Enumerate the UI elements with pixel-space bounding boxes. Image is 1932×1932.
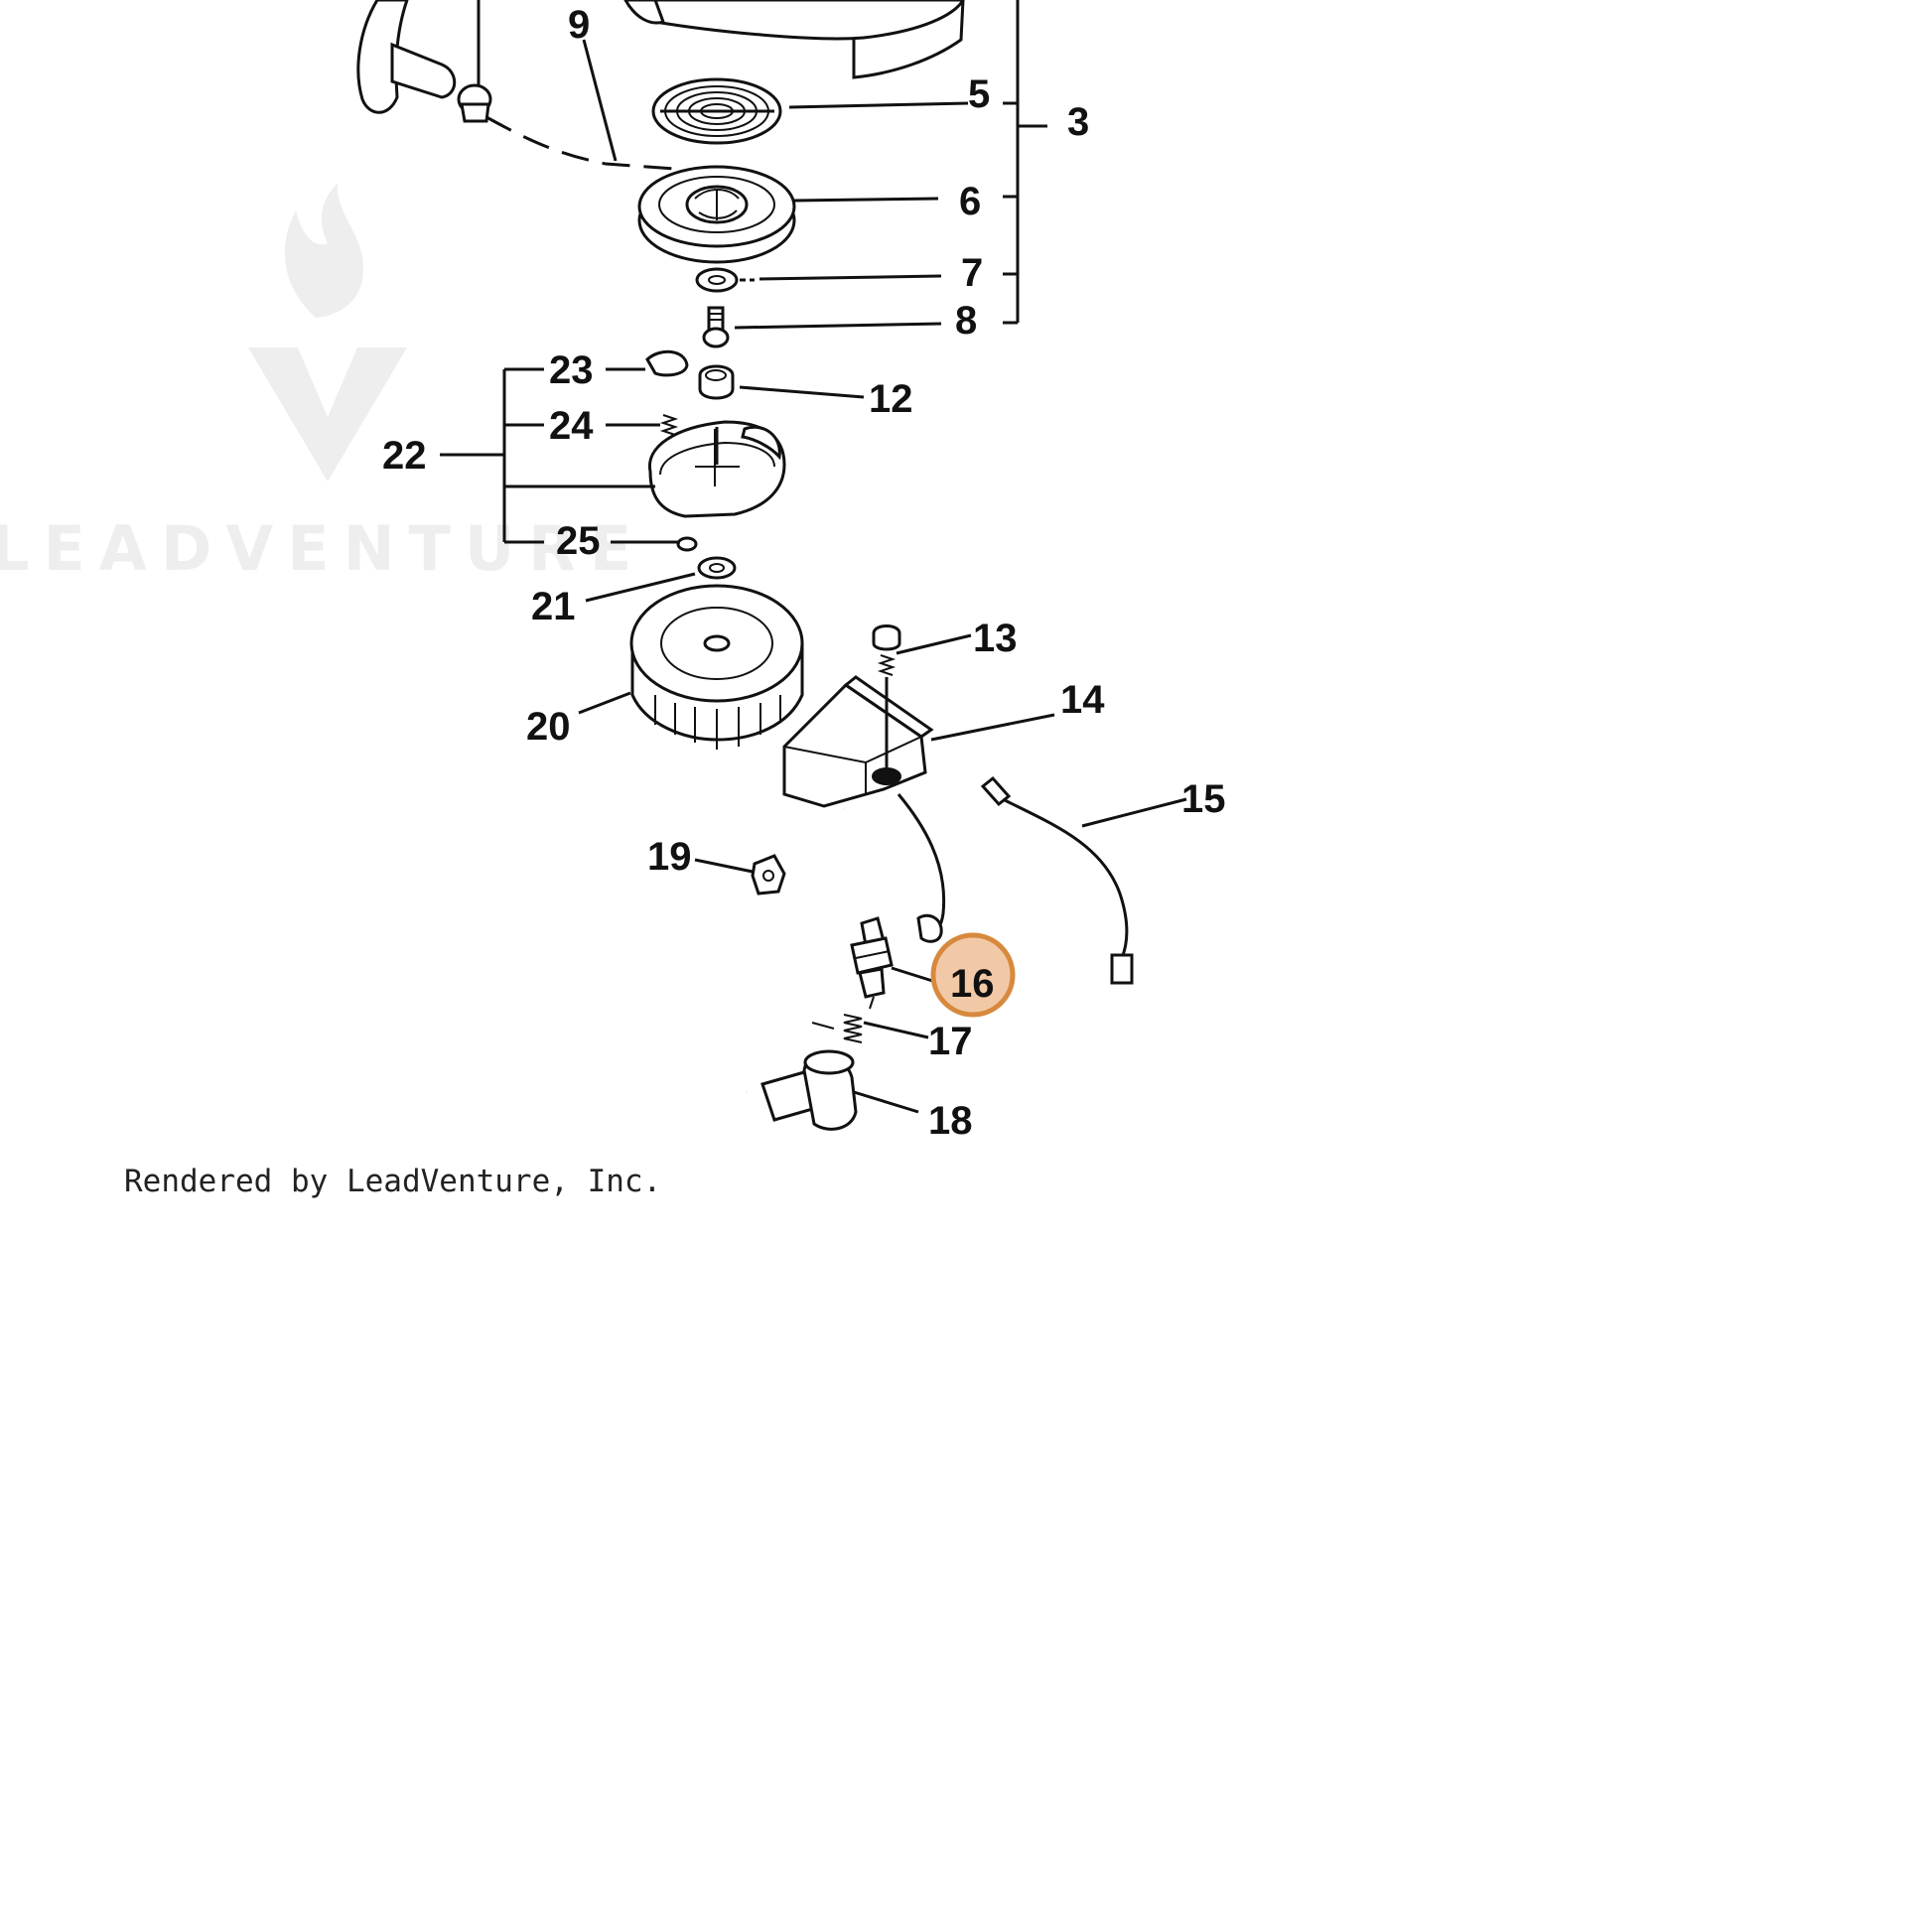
leadventure-watermark: LEADVENTURE [0, 184, 645, 585]
rope-pulley [637, 165, 796, 264]
leader-lines [440, 0, 1187, 1114]
callout-7[interactable]: 7 [961, 251, 983, 295]
ground-wire [980, 775, 1134, 985]
clip-25 [676, 536, 698, 552]
callout-8[interactable]: 8 [955, 299, 977, 343]
callout-18[interactable]: 18 [928, 1099, 973, 1143]
callout-6[interactable]: 6 [959, 180, 981, 223]
callout-labels: 9 5 3 6 7 8 23 12 24 22 25 21 13 20 14 1… [382, 3, 1226, 1143]
high-tension-lead-inner [636, 806, 864, 1100]
nut-12 [698, 364, 735, 400]
footer-credit: Rendered by LeadVenture, Inc. [124, 1164, 661, 1199]
callout-9[interactable]: 9 [568, 3, 590, 47]
fan-housing [623, 0, 965, 79]
callout-17[interactable]: 17 [928, 1020, 973, 1063]
kill-wire [897, 793, 946, 935]
callout-5[interactable]: 5 [968, 72, 990, 116]
starter-rope [485, 115, 676, 171]
callout-23[interactable]: 23 [549, 348, 594, 392]
recoil-spring [651, 77, 782, 145]
callout-14[interactable]: 14 [1060, 678, 1105, 722]
flywheel [629, 584, 804, 750]
spring-24 [659, 414, 679, 436]
callout-12[interactable]: 12 [869, 377, 913, 421]
spark-plug [850, 916, 894, 1010]
starter-handle [356, 0, 492, 123]
spark-plug-boot [760, 1049, 858, 1131]
watermark-flame-icon [284, 184, 363, 318]
callout-16[interactable]: 16 [950, 962, 995, 1006]
nut-19 [751, 854, 786, 896]
callout-13[interactable]: 13 [973, 617, 1018, 660]
washer-7 [695, 267, 739, 293]
screw-13 [872, 624, 901, 676]
ignition-module [782, 675, 934, 808]
highlighted-callout-circle[interactable] [930, 932, 1016, 1018]
starter-cup-assembly [647, 420, 786, 518]
callout-21[interactable]: 21 [531, 585, 576, 628]
callout-20[interactable]: 20 [526, 705, 571, 749]
svg-text:LEADVENTURE: LEADVENTURE [0, 512, 645, 585]
pawl-23 [645, 349, 689, 377]
watermark-v-icon [248, 347, 407, 482]
callout-22[interactable]: 22 [382, 434, 427, 478]
screw-8 [702, 306, 730, 348]
callout-25[interactable]: 25 [556, 519, 601, 563]
callout-24[interactable]: 24 [549, 404, 594, 448]
callout-19[interactable]: 19 [647, 835, 692, 879]
callout-3[interactable]: 3 [1067, 100, 1089, 144]
kill-wire-terminal [916, 913, 943, 943]
spring-17 [811, 1014, 863, 1043]
callout-15[interactable]: 15 [1181, 777, 1226, 821]
washer-21 [697, 556, 737, 580]
